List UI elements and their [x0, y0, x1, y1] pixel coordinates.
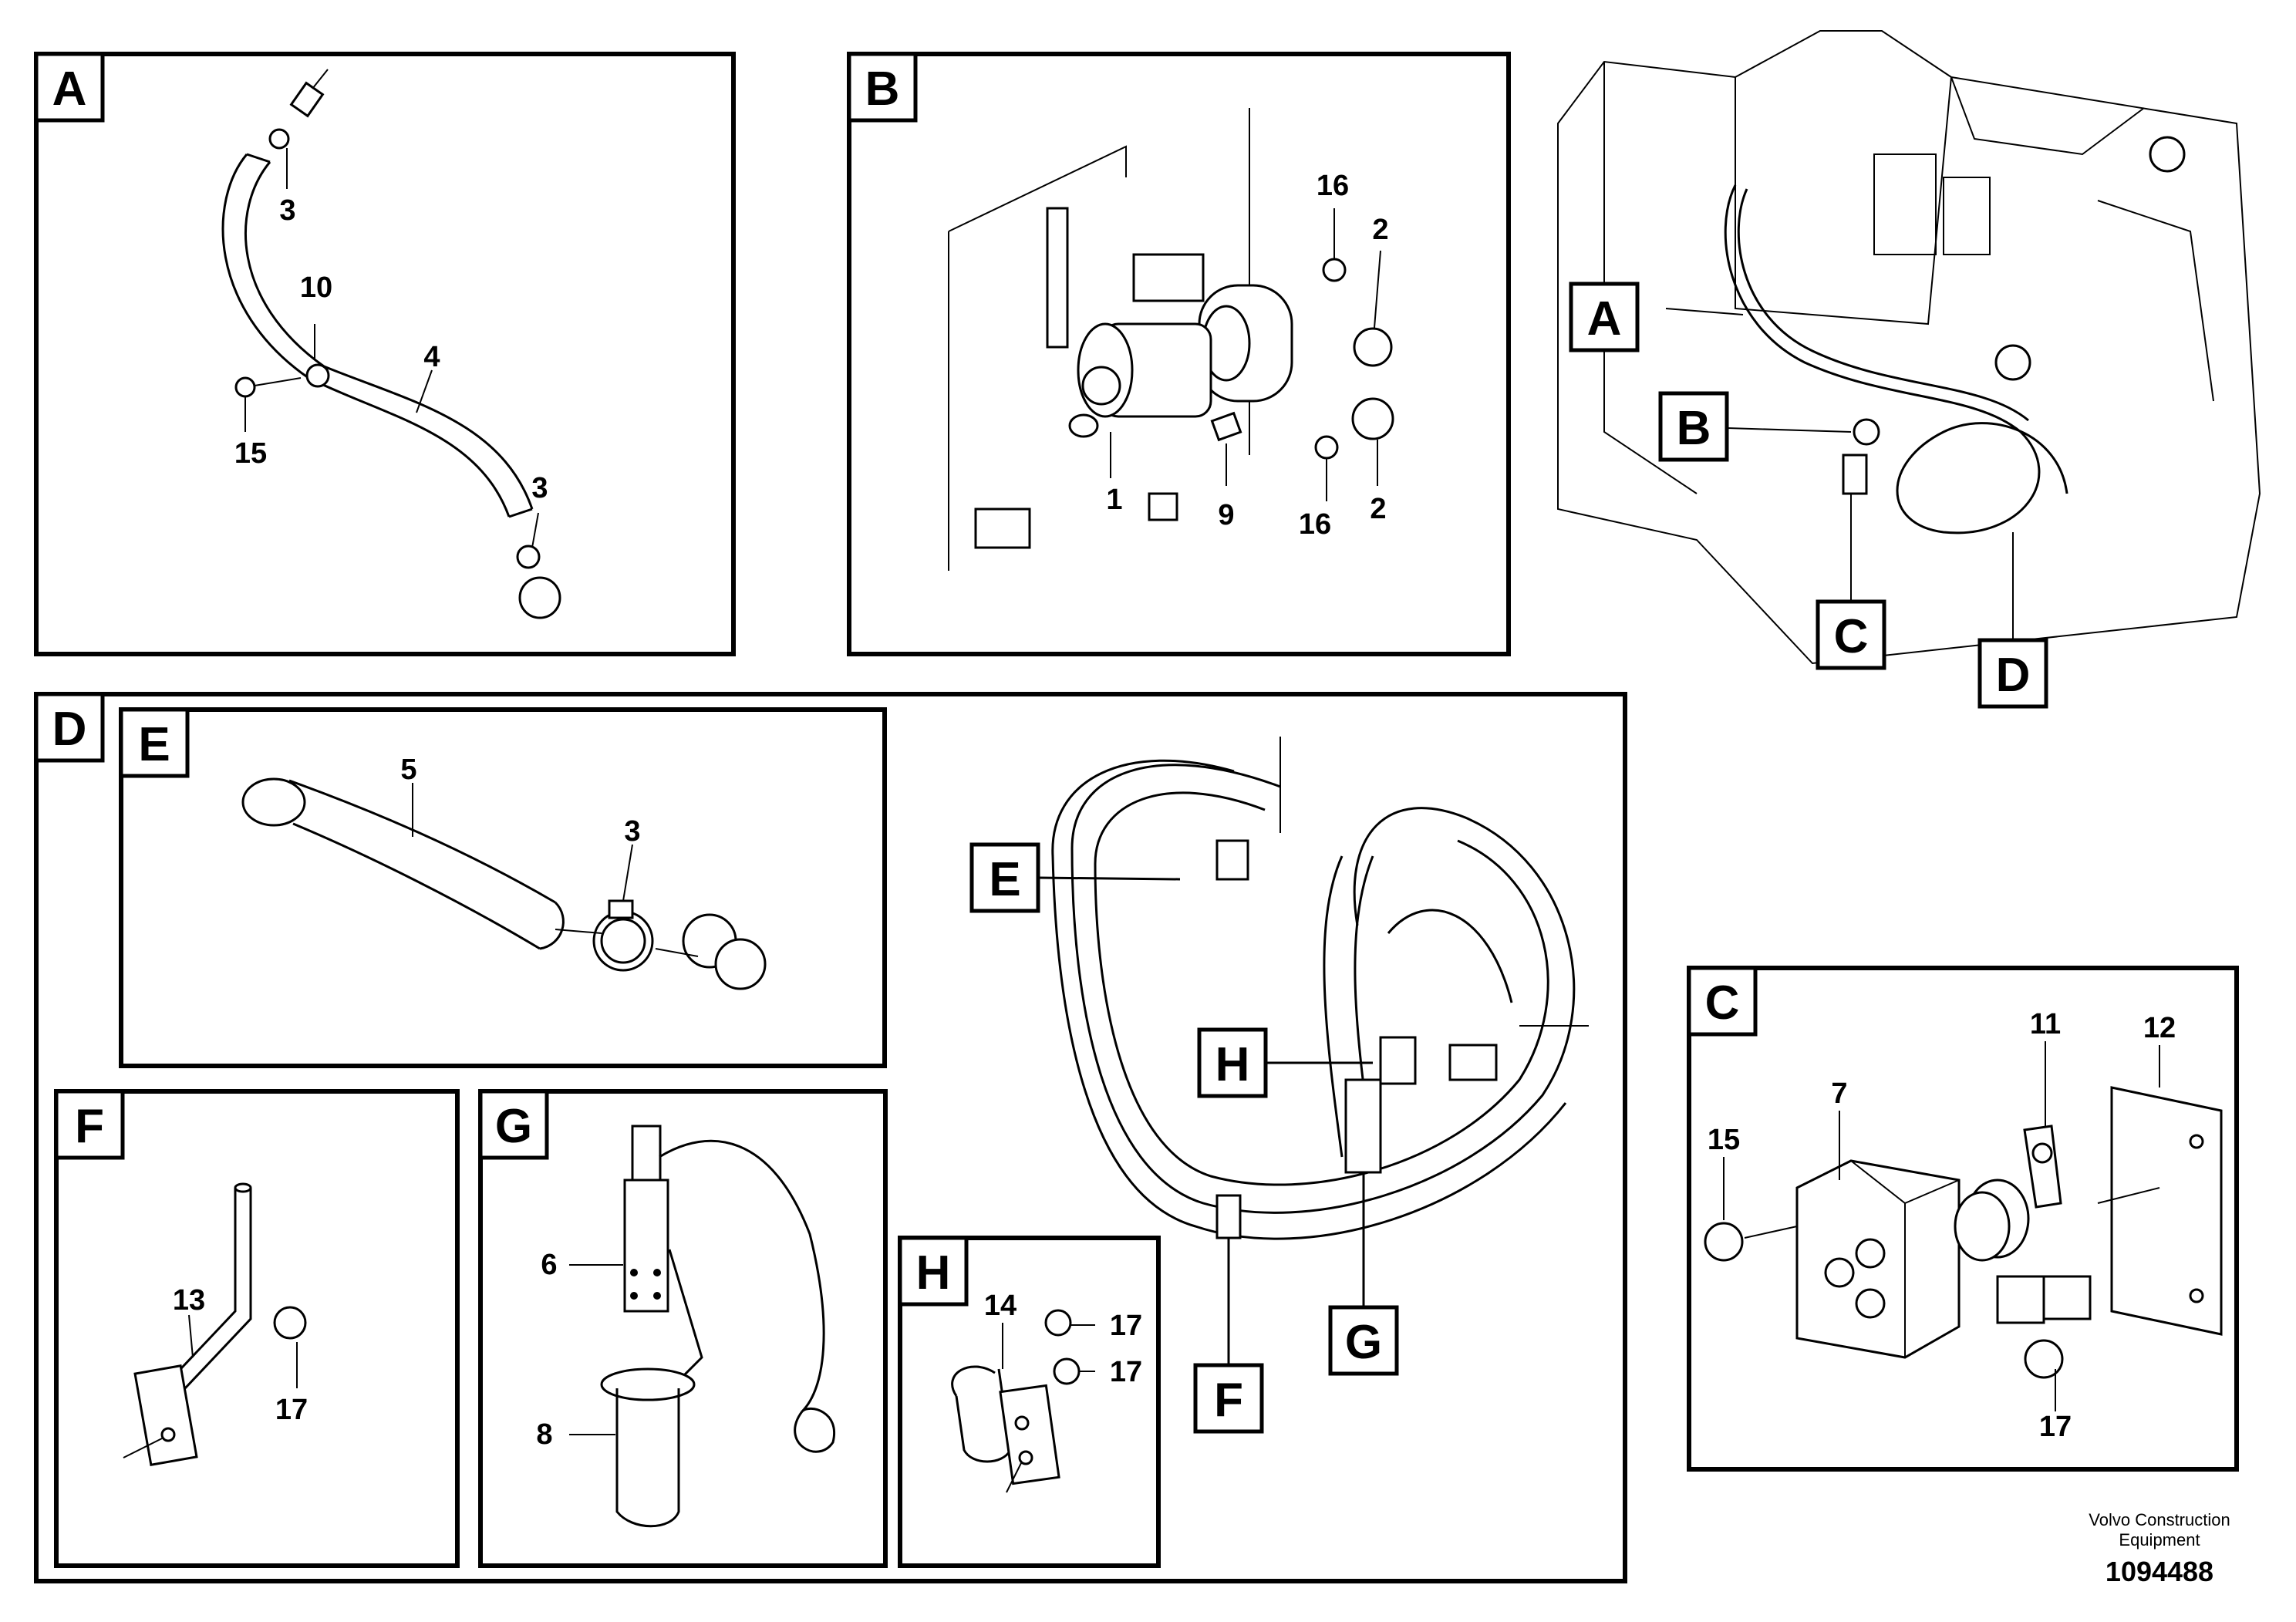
view-e-tag: E	[138, 718, 170, 771]
view-g-panel: G 6 8	[478, 1089, 888, 1568]
svg-text:E: E	[989, 853, 1020, 906]
overview-tag-c: C	[1816, 599, 1886, 670]
callout-a-15: 15	[234, 437, 267, 470]
d-pointer-e: E	[969, 842, 1181, 913]
credit-line-1: Volvo Construction	[2089, 1510, 2230, 1529]
callout-a-3-top: 3	[279, 194, 295, 227]
callout-b-1: 1	[1106, 484, 1122, 516]
callout-c-15: 15	[1708, 1124, 1740, 1156]
d-pointer-h: H	[1197, 1027, 1373, 1098]
hose-loop-d	[1051, 737, 1589, 1240]
view-b-panel: B 16 2 1	[847, 52, 1511, 656]
callout-f-13: 13	[173, 1284, 205, 1317]
callout-c-7: 7	[1831, 1077, 1847, 1110]
svg-text:B: B	[1677, 402, 1711, 455]
view-f-panel: F 13 17	[54, 1089, 460, 1568]
relay-assembly-c	[1704, 1041, 2223, 1411]
svg-text:H: H	[1215, 1038, 1250, 1091]
d-pointer-f: F	[1193, 1238, 1264, 1434]
overview-tag-d: D	[1977, 638, 2048, 709]
view-g-tag: G	[495, 1100, 532, 1153]
pipe-bracket-f	[123, 1182, 307, 1467]
callout-a-10: 10	[300, 271, 332, 304]
credit-line-2: Equipment	[2119, 1530, 2200, 1549]
view-c-panel: C 11 12 7	[1687, 966, 2239, 1472]
callout-h-17-top: 17	[1110, 1310, 1142, 1342]
callout-f-17: 17	[275, 1394, 308, 1426]
overview-tag-b: B	[1658, 391, 1729, 462]
callout-e-5: 5	[400, 754, 416, 786]
callout-e-3: 3	[624, 815, 640, 848]
view-a-tag: A	[52, 62, 87, 116]
view-d-panel: D E H F	[34, 692, 1627, 1583]
view-d-tag: D	[52, 703, 87, 756]
callout-b-16-bottom: 16	[1299, 508, 1331, 541]
footer-credit: Volvo Construction Equipment 1094488	[2089, 1510, 2230, 1587]
d-pointer-g: G	[1328, 1172, 1399, 1376]
hose-assembly-a	[221, 69, 561, 619]
callout-h-17-bottom: 17	[1110, 1356, 1142, 1388]
callout-h-14: 14	[984, 1290, 1017, 1322]
callout-b-16-top: 16	[1317, 170, 1349, 202]
view-h-tag: H	[916, 1246, 951, 1300]
view-c-tag: C	[1705, 976, 1740, 1030]
callout-c-12: 12	[2143, 1012, 2176, 1044]
dipstick-g	[569, 1125, 836, 1528]
svg-text:F: F	[1214, 1374, 1243, 1427]
machine-overview	[1557, 30, 2261, 665]
view-b-tag: B	[865, 62, 900, 116]
view-f-tag: F	[75, 1100, 104, 1153]
callout-a-3-bottom: 3	[531, 472, 548, 504]
callout-a-4: 4	[423, 341, 440, 373]
view-a-panel: A 3 10 4 15 3	[34, 52, 736, 656]
svg-text:D: D	[1996, 649, 2031, 702]
view-h-panel: H 14 17 17	[898, 1236, 1161, 1568]
reference-number: 1094488	[2106, 1556, 2213, 1587]
svg-text:C: C	[1834, 610, 1869, 663]
overview-tag-a: A	[1569, 282, 1640, 352]
hose-end-e	[241, 777, 767, 990]
callout-g-8: 8	[536, 1418, 552, 1451]
view-e-panel: E 5 3	[119, 707, 887, 1068]
pump-assembly-b	[948, 108, 1394, 571]
clamp-h	[951, 1309, 1095, 1493]
callout-b-2-top: 2	[1372, 214, 1388, 246]
callout-g-6: 6	[541, 1249, 557, 1281]
callout-b-2-bottom: 2	[1370, 493, 1386, 525]
svg-text:G: G	[1345, 1316, 1382, 1369]
callout-c-17: 17	[2039, 1411, 2072, 1443]
callout-c-11: 11	[2030, 1008, 2061, 1040]
callout-b-9: 9	[1218, 499, 1234, 531]
svg-text:A: A	[1587, 292, 1622, 346]
